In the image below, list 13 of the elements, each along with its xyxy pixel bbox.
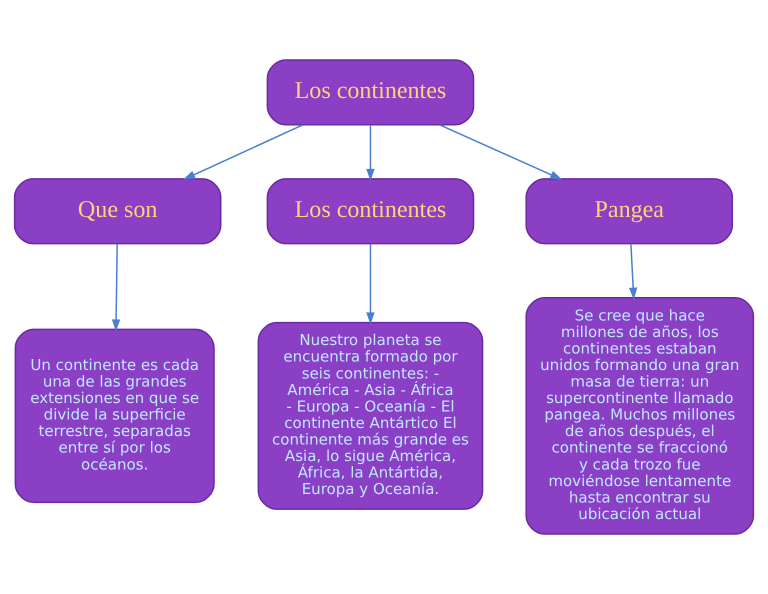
node-box: Que son xyxy=(14,178,222,244)
node-box: Un continente es cada una de las grandes extensiones en que se divide la superficie terrestre, separadas entre sí por los océanos. xyxy=(14,328,215,504)
node-box: Se cree que hace millones de años, los continentes estaban unidos formando una gran masa de tierra: un supercontinente llamado pangea. Muchos millones de años después, el continente se fraccionó y cada trozo fue moviéndose lentamente hasta encontrar su ubicación actual xyxy=(525,297,754,535)
arrow xyxy=(112,244,120,332)
arrow xyxy=(366,124,375,181)
node-box: Pangea xyxy=(525,178,734,244)
arrow xyxy=(440,124,562,180)
node-box: Nuestro planeta se encuentra formado por seis continentes: - América - Asia - África - Europa - Oceanía - El continente Antártico El continente más grande es Asia, lo sigue América, África, la Antártida, Europa y Oceanía. xyxy=(258,322,484,510)
node-box: Los continentes xyxy=(266,178,474,244)
arrow xyxy=(366,244,375,324)
arrow xyxy=(183,124,304,180)
node-box: Los continentes xyxy=(266,59,474,126)
arrow xyxy=(628,244,638,300)
